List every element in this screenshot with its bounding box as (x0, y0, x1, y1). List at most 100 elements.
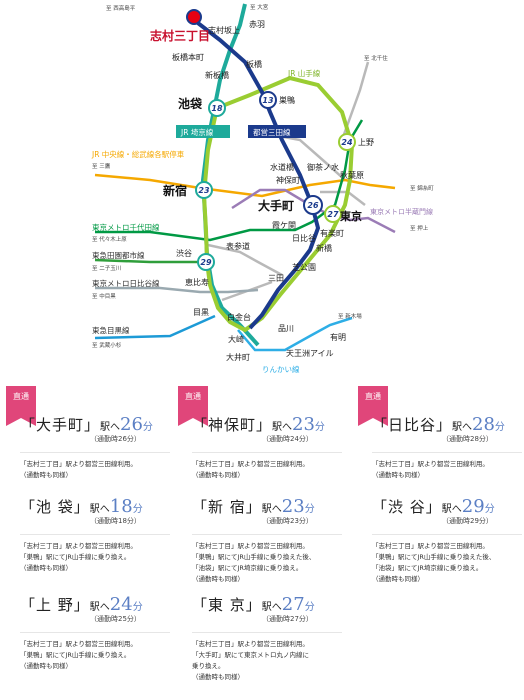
station-label: 有明 (330, 332, 346, 342)
line1-text: 「日比谷」駅へ28分 (372, 414, 522, 435)
label-jr-yamanote: JR 山手線 (287, 68, 321, 78)
station-label: 池袋 (178, 96, 203, 111)
station-label: 秋葉原 (340, 170, 364, 180)
station-label: 霞ケ関 (272, 221, 296, 230)
line1-text: 「大手町」駅へ26分 (20, 414, 170, 435)
station-label: 板橋 (246, 59, 262, 69)
route-map: 18 13 24 23 26 27 29 志村三丁目 JR 埼京線 都営三田線 … (91, 3, 434, 374)
station-label: 至 中目黒 (92, 292, 116, 300)
line1-text: 「東 京」駅へ27分 (192, 594, 342, 615)
he-text: 駅へ (272, 422, 293, 433)
label-meguro: 東急目黒線 (92, 325, 130, 335)
entry-ueno: 「上 野」駅へ24分 （通勤時25分） 「志村三丁目」駅より都営三田線利用。「巣… (20, 594, 170, 672)
station-label: 至 武蔵小杉 (92, 341, 122, 349)
note-line: 「志村三丁目」駅より都営三田線利用。 (192, 640, 309, 648)
sname-text: 「池 袋」 (20, 498, 90, 516)
he-text: 駅へ (261, 504, 282, 515)
station-label: 赤羽 (249, 20, 265, 29)
direct-badge: 直通 (6, 386, 36, 426)
label-toei-mita: 都営三田線 (253, 127, 291, 137)
note-text: 「志村三丁目」駅より都営三田線利用。「巣鴨」駅にてJR山手線に乗り換えた後、「池… (372, 534, 522, 585)
sname-text: 「渋 谷」 (372, 498, 442, 516)
mins-text: 29 (461, 496, 485, 517)
he-text: 駅へ (441, 504, 462, 515)
note-line: （通勤時も同様） (192, 575, 244, 583)
note-text: 「志村三丁目」駅より都営三田線利用。「大手町」駅にて東京メトロ丸ノ内線に乗り換え… (192, 632, 342, 683)
station-label: 至 代々木上原 (92, 235, 127, 243)
time-otemachi: 26 (307, 201, 319, 210)
time-tokyo: 27 (327, 210, 339, 219)
station-label: 大井町 (226, 352, 250, 362)
note-line: 「巣鴨」駅にてJR山手線に乗り換え。 (20, 553, 131, 561)
label-chiyoda: 東京メトロ千代田線 (92, 222, 160, 232)
note-line: 「巣鴨」駅にてJR山手線に乗り換え。 (20, 651, 131, 659)
station-label: 白金台 (227, 312, 251, 322)
sname-text: 「神保町」 (192, 416, 273, 434)
fun-text: 分 (132, 602, 143, 613)
time-shibuya: 29 (200, 258, 212, 267)
station-label: 至 二子玉川 (92, 265, 121, 272)
label-hanzomon: 東京メトロ半蔵門線 (370, 207, 433, 216)
he-text: 駅へ (89, 602, 110, 613)
station-label: 至 三鷹 (92, 162, 111, 170)
sub-text: （通勤時28分） (442, 435, 493, 443)
station-label: 志村坂上 (208, 25, 240, 35)
station-label: 天王洲アイル (286, 349, 334, 358)
mins-text: 26 (120, 414, 143, 435)
station-label: 至 錦糸町 (410, 184, 434, 192)
sub-text: （通勤時23分） (262, 517, 313, 525)
note-line: 「志村三丁目」駅より都営三田線利用。 (20, 542, 137, 550)
note-line: 「池袋」駅にてJR埼京線に乗り換え。 (372, 564, 483, 572)
fun-text: 分 (484, 504, 495, 515)
note-text: 「志村三丁目」駅より都営三田線利用。「巣鴨」駅にてJR山手線に乗り換えた後、「池… (192, 534, 342, 585)
fun-text: 分 (314, 422, 325, 433)
station-label: 三田 (268, 274, 284, 283)
line1-text: 「新 宿」駅へ23分 (192, 496, 342, 517)
sub-text: （通勤時24分） (262, 435, 313, 443)
jr-yamanote-line (201, 75, 355, 333)
note-line: 「大手町」駅にて東京メトロ丸ノ内線に (192, 651, 309, 659)
time-markers: 18 13 24 23 26 27 29 (195, 91, 356, 271)
note-line: （通勤時も同様） (192, 673, 244, 681)
sub-text: （通勤時25分） (90, 615, 141, 623)
fun-text: 分 (304, 504, 315, 515)
station-label: 水道橋 (270, 162, 294, 172)
toei-mita-line (192, 18, 321, 330)
note-line: 「志村三丁目」駅より都営三田線利用。 (372, 542, 489, 550)
home-station-label: 志村三丁目 (150, 28, 210, 43)
fun-text: 分 (494, 422, 505, 433)
label-denentoshi: 東急田園都市線 (92, 250, 145, 260)
mins-text: 24 (109, 594, 133, 615)
direct-badge: 直通 (178, 386, 208, 426)
station-label: 渋谷 (176, 248, 192, 258)
note-line: 「志村三丁目」駅より都営三田線利用。 (372, 460, 489, 468)
station-label: 至 北千住 (364, 54, 388, 62)
mins-text: 18 (109, 496, 133, 517)
entry-hibiya: 「日比谷」駅へ28分 （通勤時28分） 「志村三丁目」駅より都営三田線利用。（通… (372, 414, 522, 481)
time-sugamo: 13 (262, 96, 274, 105)
line1-text: 「神保町」駅へ23分 (192, 414, 342, 435)
label-hibiya: 東京メトロ日比谷線 (92, 278, 160, 288)
time-ueno: 24 (341, 138, 353, 147)
sname-text: 「東 京」 (192, 596, 262, 614)
station-label: 日比谷 (292, 233, 316, 243)
station-label: 表参道 (226, 241, 250, 251)
he-text: 駅へ (89, 504, 110, 515)
station-label: 上野 (358, 138, 374, 147)
note-line: （通勤時も同様） (20, 471, 72, 479)
station-labels: 至 大宮 至 西高島平 志村坂上 赤羽 板橋本町 板橋 新板橋 池袋 巣鴨 至 … (92, 3, 434, 362)
station-label: 御茶ノ水 (307, 162, 339, 172)
station-label: 新宿 (163, 183, 187, 198)
hibiya-line (95, 286, 259, 294)
line1-text: 「上 野」駅へ24分 (20, 594, 170, 615)
station-label: 巣鴨 (279, 95, 295, 105)
time-ikebukuro: 18 (211, 104, 223, 113)
note-line: （通勤時も同様） (20, 564, 72, 572)
note-line: （通勤時も同様） (20, 662, 72, 670)
denentoshi-line (94, 258, 206, 264)
meguro-line (94, 314, 216, 340)
station-label: 至 新木場 (338, 312, 362, 320)
station-label: 品川 (278, 324, 294, 333)
entry-ikebukuro: 「池 袋」駅へ18分 （通勤時18分） 「志村三丁目」駅より都営三田線利用。「巣… (20, 496, 170, 574)
sname-text: 「上 野」 (20, 596, 90, 614)
